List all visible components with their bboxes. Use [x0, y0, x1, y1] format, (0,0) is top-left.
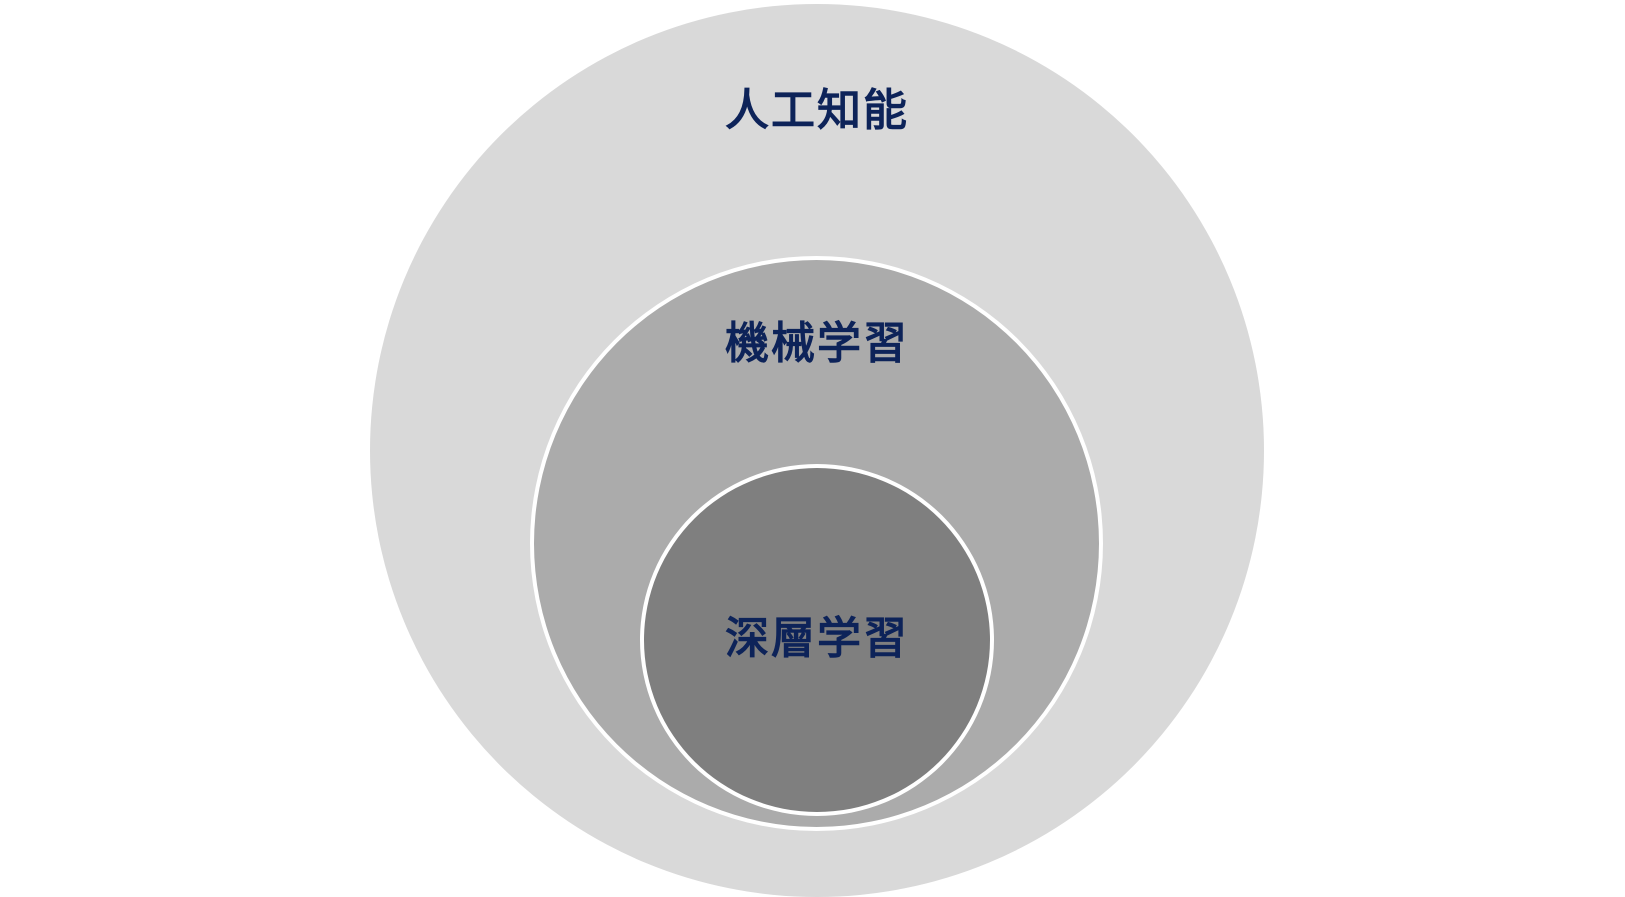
label-artificial-intelligence: 人工知能 [725, 85, 909, 136]
label-deep-learning: 深層学習 [725, 613, 909, 664]
label-machine-learning: 機械学習 [725, 318, 909, 369]
inner-circle-deep-learning [640, 464, 994, 816]
